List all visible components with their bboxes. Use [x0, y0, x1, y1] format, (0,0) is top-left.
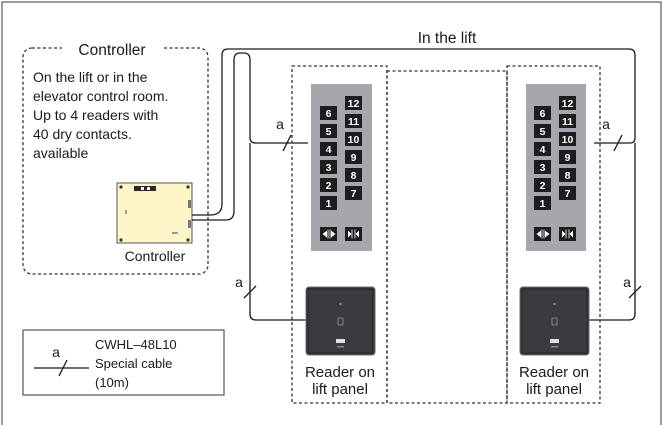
reader-label-line-2: lift panel	[312, 381, 368, 398]
floor-button[interactable]	[559, 168, 576, 182]
floor-number: 10	[348, 134, 360, 146]
floor-button[interactable]	[345, 96, 362, 110]
legend-line-3: (10m)	[95, 375, 129, 390]
floor-button[interactable]	[559, 186, 576, 200]
floor-button[interactable]	[559, 96, 576, 110]
floor-button[interactable]	[559, 150, 576, 164]
controller-title: Controller	[78, 42, 145, 59]
legend-line-2: Special cable	[95, 356, 172, 371]
floor-button[interactable]	[534, 142, 551, 156]
reader-label-line-2: lift panel	[526, 381, 582, 398]
lift-regions	[291, 65, 601, 404]
controller-device	[116, 182, 193, 244]
floor-number: 7	[565, 188, 571, 200]
door-close-button[interactable]	[559, 227, 576, 241]
controller-title-mask	[62, 40, 162, 58]
floor-button[interactable]	[559, 132, 576, 146]
floor-number: 4	[326, 144, 332, 156]
floor-button[interactable]	[534, 196, 551, 210]
floor-number: 4	[540, 144, 546, 156]
floor-number: 7	[351, 188, 357, 200]
floor-number: 6	[540, 108, 546, 120]
in-the-lift-label: In the lift	[418, 30, 477, 47]
legend-box: a CWHL–48L10 Special cable (10m)	[22, 329, 225, 396]
floor-button[interactable]	[345, 114, 362, 128]
floor-number: 2	[326, 180, 332, 192]
lift-panel-right: 6 5 4 3 2 1 12 11 10 9 8 7	[526, 84, 586, 251]
floor-button[interactable]	[345, 186, 362, 200]
lift-panel-left: 6 5 4 3 2 1 12 11 10 9 8 7	[311, 84, 372, 251]
controller-desc-line-1: On the lift or in the	[33, 69, 148, 85]
controller-desc-line-5: available	[33, 145, 88, 161]
floor-number: 3	[540, 162, 546, 174]
controller-desc-line-3: Up to 4 readers with	[33, 107, 158, 123]
floor-number: 5	[326, 126, 332, 138]
floor-number: 1	[540, 198, 546, 210]
floor-number: 12	[348, 98, 360, 110]
controller-device-label: Controller	[125, 248, 186, 264]
floor-button[interactable]	[320, 124, 337, 138]
floor-button[interactable]	[534, 160, 551, 174]
floor-number: 11	[348, 116, 359, 128]
floor-number: 8	[565, 170, 571, 182]
floor-number: 3	[326, 162, 332, 174]
floor-button[interactable]	[320, 160, 337, 174]
floor-button[interactable]	[559, 114, 576, 128]
floor-button[interactable]	[345, 150, 362, 164]
cable-mark-label: a	[276, 116, 284, 132]
floor-number: 11	[562, 116, 573, 128]
controller-desc-line-2: elevator control room.	[33, 88, 168, 104]
floor-button[interactable]	[320, 106, 337, 120]
reader-label-line-1: Reader on	[305, 364, 375, 381]
floor-number: 12	[562, 98, 574, 110]
floor-button[interactable]	[320, 142, 337, 156]
cable-mark-label: a	[602, 116, 610, 132]
cable-mark-label: a	[235, 274, 243, 290]
door-open-button[interactable]	[320, 227, 337, 241]
door-close-button[interactable]	[345, 227, 362, 241]
floor-button[interactable]	[345, 132, 362, 146]
controller-desc-line-4: 40 dry contacts.	[33, 126, 132, 142]
floor-number: 1	[326, 198, 332, 210]
card-reader-right	[519, 286, 590, 356]
floor-number: 10	[562, 134, 574, 146]
cable-mark-label: a	[623, 274, 631, 290]
cable-wiring	[192, 48, 636, 321]
card-reader-left	[305, 286, 376, 356]
cable-marks	[243, 134, 642, 299]
floor-number: 9	[565, 152, 571, 164]
floor-number: 6	[326, 108, 332, 120]
door-open-button[interactable]	[534, 227, 551, 241]
floor-button[interactable]	[345, 168, 362, 182]
floor-button[interactable]	[534, 106, 551, 120]
floor-button[interactable]	[320, 178, 337, 192]
reader-label-line-1: Reader on	[519, 364, 589, 381]
floor-button[interactable]	[320, 196, 337, 210]
legend-mark-label: a	[52, 344, 60, 360]
floor-button[interactable]	[534, 178, 551, 192]
floor-button[interactable]	[534, 124, 551, 138]
legend-line-1: CWHL–48L10	[95, 337, 177, 352]
floor-number: 9	[351, 152, 357, 164]
floor-number: 8	[351, 170, 357, 182]
in-the-lift-mask	[406, 29, 486, 47]
floor-number: 2	[540, 180, 546, 192]
legend-cable-mark	[58, 359, 68, 377]
floor-number: 5	[540, 126, 546, 138]
